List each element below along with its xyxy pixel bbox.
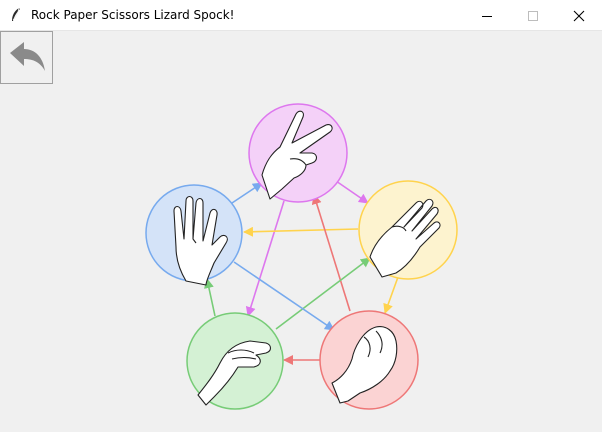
back-button[interactable] bbox=[0, 31, 53, 84]
minimize-icon bbox=[482, 15, 492, 17]
choice-scissors[interactable] bbox=[248, 103, 348, 203]
arrow-lizard-spock bbox=[204, 278, 216, 317]
choice-rock[interactable] bbox=[319, 310, 419, 410]
lizard-hand-icon bbox=[197, 340, 272, 406]
arrow-rock-scissors bbox=[311, 194, 351, 312]
maximize-button[interactable] bbox=[510, 0, 556, 31]
arrow-lizard-paper bbox=[275, 257, 371, 330]
scissors-hand-icon bbox=[261, 110, 333, 200]
window-title: Rock Paper Scissors Lizard Spock! bbox=[31, 8, 235, 22]
back-arrow-icon bbox=[10, 42, 45, 71]
close-icon bbox=[573, 10, 585, 21]
game-canvas bbox=[0, 31, 602, 432]
arrow-spock-scissors bbox=[231, 182, 263, 204]
arrow-scissors-paper bbox=[335, 180, 369, 204]
arrow-paper-rock bbox=[383, 276, 399, 314]
choice-spock[interactable] bbox=[145, 184, 243, 286]
maximize-icon bbox=[528, 10, 538, 21]
arrow-paper-spock bbox=[243, 226, 359, 237]
spock-hand-icon bbox=[173, 195, 228, 286]
choice-lizard[interactable] bbox=[186, 312, 284, 410]
close-button[interactable] bbox=[556, 0, 602, 31]
rock-fist-icon bbox=[331, 326, 398, 404]
title-bar: Rock Paper Scissors Lizard Spock! bbox=[0, 0, 602, 31]
paper-hand-icon bbox=[369, 198, 441, 278]
minimize-button[interactable] bbox=[464, 0, 510, 31]
rpsls-diagram bbox=[145, 103, 458, 410]
arrow-spock-rock bbox=[233, 261, 335, 331]
feather-icon bbox=[12, 7, 20, 21]
choice-paper[interactable] bbox=[358, 180, 458, 280]
arrow-scissors-lizard bbox=[245, 200, 285, 317]
arrows bbox=[204, 180, 399, 365]
